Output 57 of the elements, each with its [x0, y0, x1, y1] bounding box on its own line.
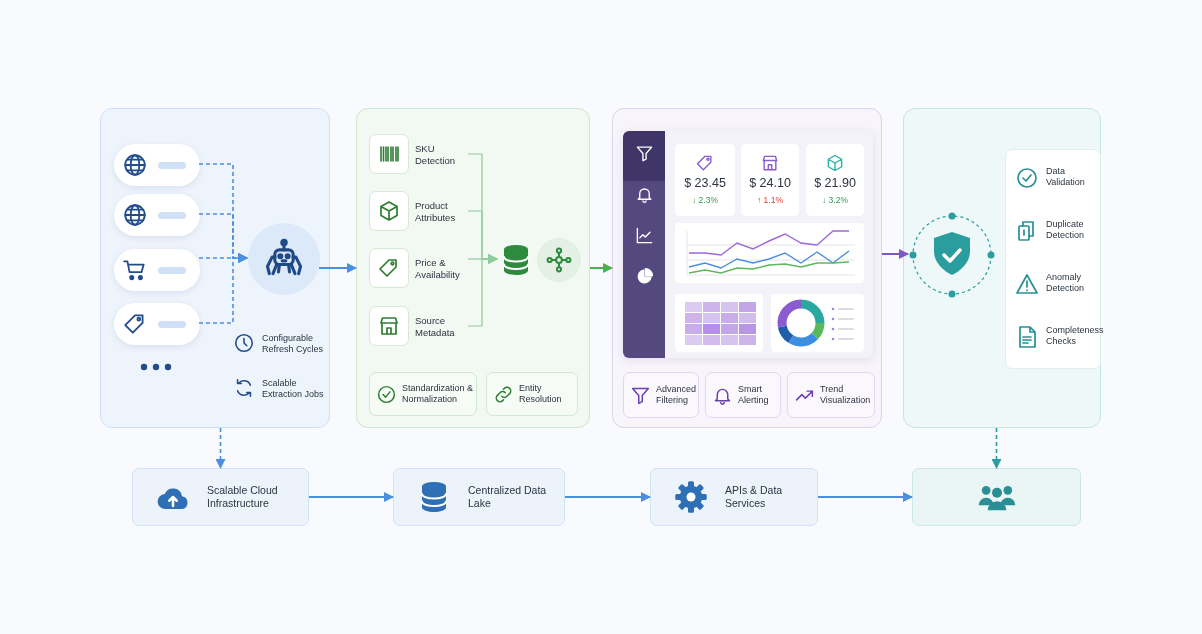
price-change: ↓ 2.3%	[692, 194, 718, 206]
price-change: ↓ 3.2%	[822, 194, 848, 206]
feature-label: Product Attributes	[415, 200, 457, 224]
service-label: APIs & Data Services	[725, 483, 784, 511]
feature-card	[705, 372, 781, 418]
feature-card	[486, 372, 578, 416]
source-pill	[114, 249, 200, 291]
feature-label: SKU Detection	[415, 143, 457, 167]
source-pill	[114, 144, 200, 186]
feature-label: Standardization & Normalization	[402, 382, 475, 406]
arrow	[308, 492, 394, 502]
price-change: ↑ 1.1%	[757, 194, 783, 206]
feature-label: Entity Resolution	[519, 382, 563, 406]
service-label: Scalable Cloud Infrastructure	[207, 483, 279, 511]
stage-panel	[100, 108, 330, 428]
feature-label: Trend Visualization	[820, 383, 872, 407]
price-value: $ 21.90	[814, 176, 856, 192]
dashboard-panel	[623, 131, 873, 358]
stage-panel	[903, 108, 1101, 428]
arrow	[589, 263, 613, 273]
feature-label: Advanced Filtering	[656, 383, 698, 407]
source-pill	[114, 194, 200, 236]
feature-card	[623, 372, 699, 418]
service-box	[393, 468, 565, 526]
arrow	[817, 492, 913, 502]
price-value: $ 24.10	[749, 176, 791, 192]
feature-label: Smart Alerting	[738, 383, 770, 407]
price-card	[806, 144, 864, 216]
service-box	[650, 468, 818, 526]
feature-label: Source Metadata	[415, 315, 456, 339]
feature-card	[369, 372, 477, 416]
checks-card	[1005, 149, 1101, 369]
arrow	[318, 263, 357, 273]
feature-note: Scalable Extraction Jobs	[262, 378, 325, 401]
stage-panel	[612, 108, 882, 428]
price-value: $ 23.45	[684, 176, 726, 192]
feature-label: Price & Availability	[415, 257, 461, 281]
service-box	[132, 468, 309, 526]
dashed-arrow	[991, 427, 1002, 469]
price-card	[675, 144, 735, 216]
feature-note: Configurable Refresh Cycles	[262, 333, 325, 356]
source-pill	[114, 303, 200, 345]
output-box	[912, 468, 1081, 526]
check-label: Data Validation	[1046, 166, 1086, 189]
service-label: Centralized Data Lake	[468, 483, 548, 511]
check-label: Completeness Checks	[1046, 325, 1102, 348]
feature-card	[787, 372, 875, 418]
dashed-arrow	[198, 253, 248, 324]
dashed-arrow	[215, 427, 226, 469]
check-label: Anomaly Detection	[1046, 272, 1086, 295]
arrow	[564, 492, 651, 502]
check-label: Duplicate Detection	[1046, 219, 1086, 242]
network-circle	[537, 238, 581, 282]
arrow	[467, 254, 498, 327]
price-card	[741, 144, 799, 216]
stage-panel	[356, 108, 590, 428]
arrow	[881, 249, 909, 259]
